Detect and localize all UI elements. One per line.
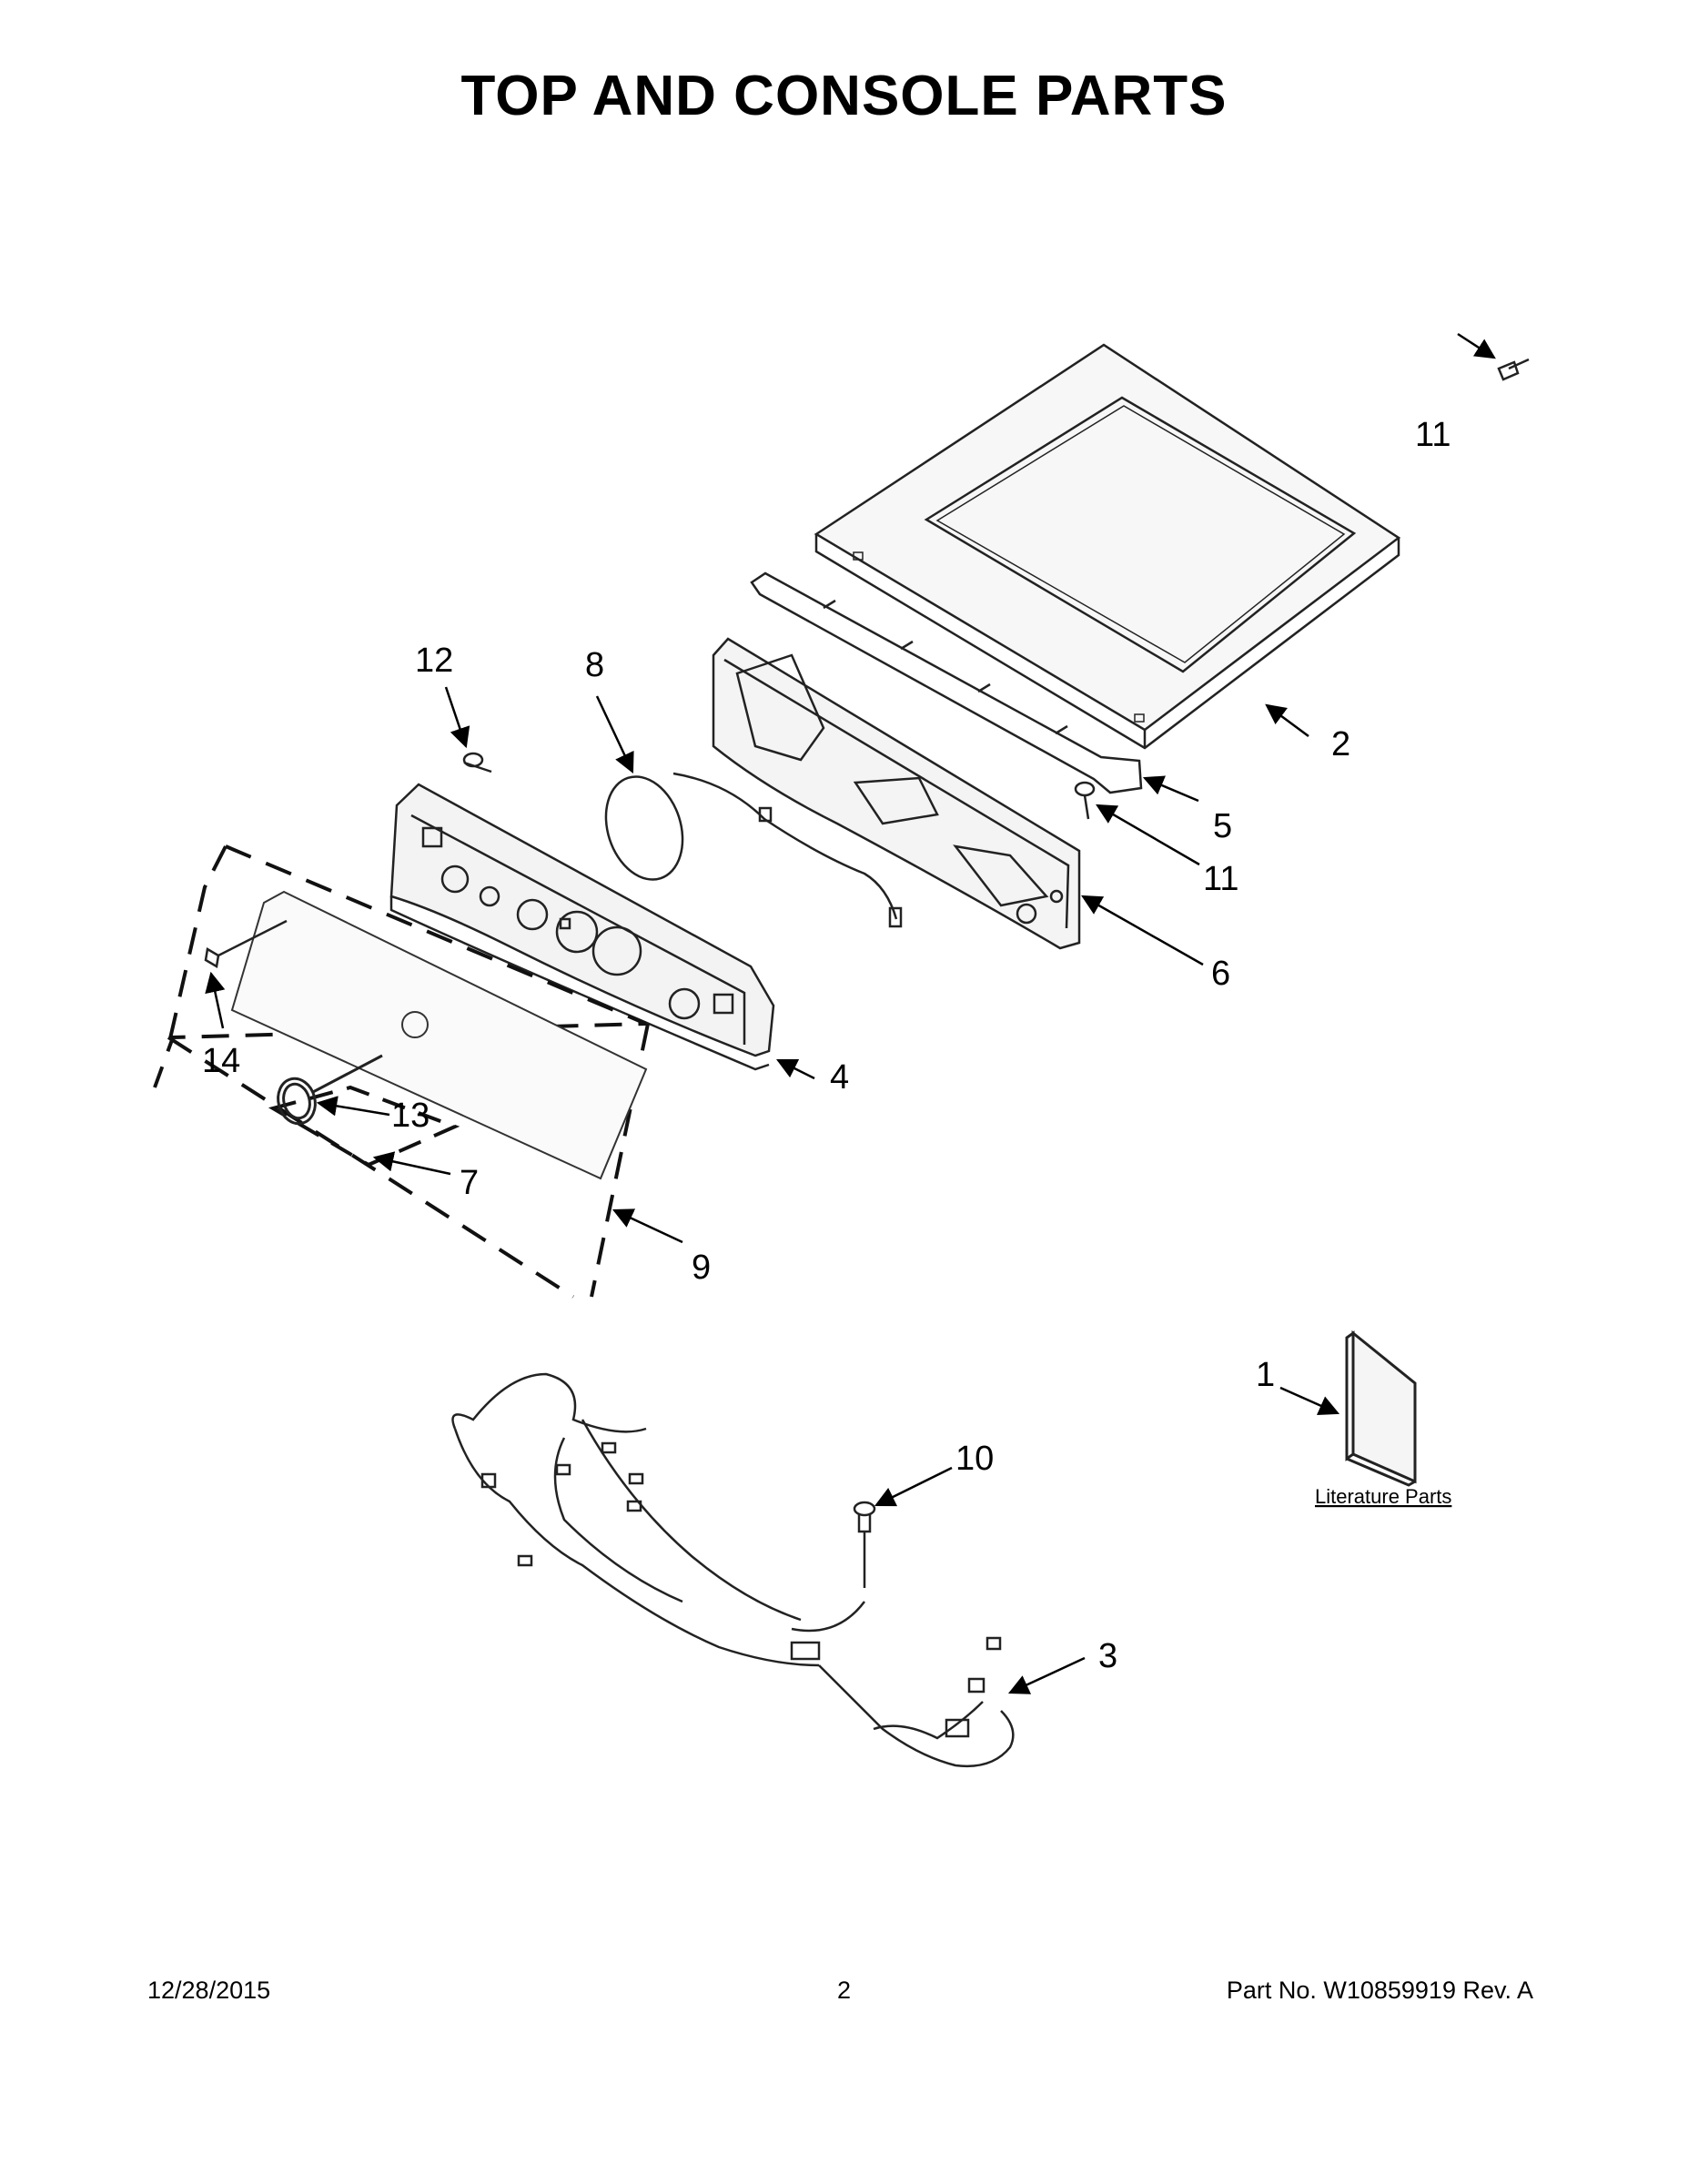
callout-10: 10 xyxy=(955,1440,994,1478)
literature-booklet-part xyxy=(1345,1330,1417,1487)
console-overlay-part xyxy=(230,890,648,1180)
callout-2: 2 xyxy=(1331,725,1350,763)
callout-arrows xyxy=(205,332,1496,1694)
ground-screw-part xyxy=(853,1501,876,1588)
footer-part-number: Part No. W10859919 Rev. A xyxy=(1226,1977,1533,2004)
callout-12: 12 xyxy=(415,642,453,680)
callout-1: 1 xyxy=(1256,1356,1275,1394)
footer-date: 12/28/2015 xyxy=(147,1977,271,2004)
footer-page-number: 2 xyxy=(836,1977,852,2004)
callout-5: 5 xyxy=(1213,807,1232,845)
literature-parts-label: Literature Parts xyxy=(1315,1485,1451,1508)
callout-4: 4 xyxy=(830,1058,849,1097)
callout-3: 3 xyxy=(1098,1637,1117,1675)
callout-9: 9 xyxy=(692,1249,711,1287)
screw-part xyxy=(1074,781,1096,820)
callout-14: 14 xyxy=(202,1042,240,1080)
rail-part xyxy=(750,571,1143,794)
wire-harness-ring-part xyxy=(604,772,903,928)
clip-part xyxy=(204,919,288,968)
screw-part xyxy=(462,752,492,774)
screw-part xyxy=(1497,358,1530,381)
knob-part xyxy=(277,1054,383,1126)
main-wire-harness-part xyxy=(451,1372,1015,1767)
console-rear-housing-part xyxy=(712,637,1081,950)
top-panel-part xyxy=(814,343,1401,750)
callout-6: 6 xyxy=(1211,955,1230,993)
callout-13: 13 xyxy=(391,1097,430,1135)
callout-7: 7 xyxy=(460,1164,479,1202)
page-title: TOP AND CONSOLE PARTS xyxy=(460,65,1228,127)
console-panel-part xyxy=(389,783,775,1071)
callout-11-lower: 11 xyxy=(1203,860,1238,898)
callout-8: 8 xyxy=(585,646,604,684)
callout-11-upper: 11 xyxy=(1415,416,1450,454)
knob-kit-outline xyxy=(268,1085,460,1168)
